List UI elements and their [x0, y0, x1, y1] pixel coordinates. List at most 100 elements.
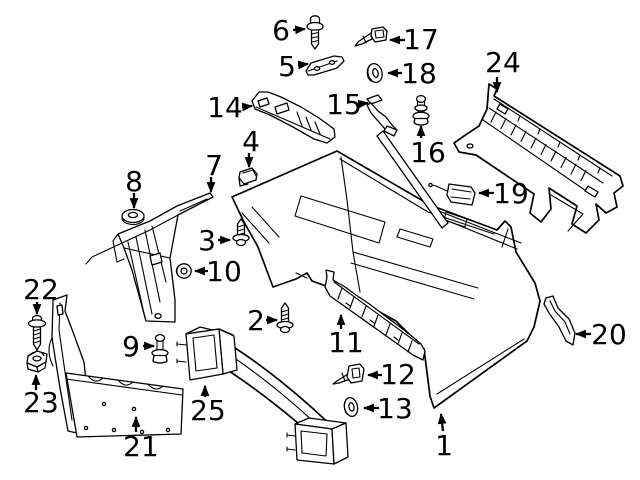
- drawing-segment: [333, 281, 420, 345]
- callout-23-label: 23: [23, 386, 59, 419]
- drawing-segment: [414, 104, 428, 112]
- drawing-segment: [127, 211, 139, 219]
- part-21-lower-panel-drawing: [48, 294, 184, 438]
- drawing-segment: [180, 267, 188, 275]
- callout-11-label: 11: [328, 326, 364, 359]
- drawing-segment: [123, 247, 171, 259]
- drawing-segment: [430, 207, 522, 250]
- drawing-segment: [366, 64, 372, 82]
- callout-4-label: 4: [242, 125, 260, 158]
- callout-13: 13: [362, 392, 413, 425]
- callout-13-label: 13: [377, 392, 413, 425]
- callout-4: 4: [242, 125, 260, 169]
- part-25-crash-box-drawing: [176, 326, 238, 381]
- callout-15-label: 15: [326, 88, 362, 121]
- drawing-segment: [192, 334, 218, 372]
- drawing-segment: [482, 119, 593, 196]
- drawing-segment: [446, 183, 476, 206]
- drawing-segment: [135, 236, 153, 315]
- callout-17-label: 17: [403, 23, 439, 56]
- drawing-segment: [493, 98, 613, 177]
- drawing-segment: [152, 354, 168, 364]
- drawing-segment: [32, 355, 42, 362]
- callout-1: 1: [435, 412, 453, 462]
- drawing-segment: [350, 262, 475, 300]
- drawing-segment: [65, 378, 183, 396]
- drawing-segment: [346, 363, 365, 384]
- callout-19-label: 19: [493, 177, 529, 210]
- callout-3: 3: [198, 224, 232, 257]
- drawing-segment: [328, 60, 336, 65]
- drawing-segment: [374, 29, 385, 39]
- drawing-segment: [490, 111, 587, 182]
- part-3-screw-drawing: [232, 218, 250, 247]
- drawing-segment: [294, 195, 386, 244]
- drawing-segment: [345, 302, 399, 341]
- drawing-segment: [179, 198, 208, 212]
- part-1-bumper-cover-drawing: [231, 150, 541, 409]
- drawing-segment: [241, 206, 280, 244]
- drawing-segment: [372, 68, 379, 78]
- drawing-segment: [127, 241, 146, 319]
- drawing-segment: [376, 130, 449, 229]
- drawing-segment: [48, 337, 54, 367]
- drawing-segment: [101, 401, 107, 407]
- callout-22-label: 22: [23, 273, 59, 306]
- callout-14-arrow: [241, 102, 254, 112]
- callout-22: 22: [23, 273, 59, 316]
- part-19-sensor-bracket-drawing: [428, 182, 476, 206]
- drawing-segment: [415, 94, 427, 104]
- drawing-segment: [343, 399, 348, 415]
- callout-16-label: 16: [410, 136, 446, 169]
- drawing-segment: [274, 102, 290, 115]
- drawing-segment: [238, 177, 249, 187]
- callout-23: 23: [23, 373, 59, 419]
- callout-5: 5: [278, 50, 310, 83]
- drawing-segment: [436, 338, 525, 395]
- drawing-segment: [83, 425, 89, 431]
- drawing-segment: [154, 312, 162, 320]
- drawing-segment: [37, 361, 47, 373]
- drawing-segment: [306, 21, 324, 32]
- callout-24-label: 24: [485, 46, 521, 79]
- part-17-clip-drawing: [354, 26, 388, 47]
- drawing-segment: [149, 252, 163, 266]
- part-5-bracket-drawing: [305, 55, 345, 76]
- drawing-segment: [341, 372, 346, 382]
- callout-3-label: 3: [198, 224, 216, 257]
- right-crash-box-drawing: [286, 417, 349, 465]
- part-11-absorber-drawing: [324, 269, 426, 361]
- callout-6: 6: [272, 14, 307, 47]
- drawing-segment: [257, 97, 270, 108]
- part-18-grommet-drawing: [366, 62, 383, 84]
- drawing-segment: [466, 143, 474, 149]
- drawing-segment: [286, 432, 296, 452]
- callout-21: 21: [123, 415, 159, 463]
- callout-1-arrow: [437, 412, 447, 432]
- callout-6-arrow: [292, 25, 307, 35]
- callout-19: 19: [477, 177, 529, 210]
- drawing-segment: [235, 238, 247, 247]
- callout-7: 7: [205, 149, 223, 194]
- callout-25: 25: [190, 384, 226, 427]
- callout-20: 20: [574, 318, 627, 351]
- callout-11: 11: [328, 313, 364, 359]
- drawing-segment: [87, 375, 164, 390]
- callout-16: 16: [410, 124, 446, 169]
- callout-2: 2: [247, 304, 279, 337]
- part-22-screw-drawing: [27, 314, 47, 351]
- drawing-segment: [584, 185, 599, 198]
- callout-21-label: 21: [123, 430, 159, 463]
- drawing-segment: [280, 309, 290, 321]
- upper-rail-drawing: [376, 130, 449, 229]
- drawing-segment: [549, 300, 571, 335]
- callout-2-label: 2: [247, 304, 265, 337]
- drawing-segment: [300, 430, 328, 457]
- part-13-grommet-drawing: [343, 396, 359, 418]
- drawing-segment: [279, 325, 291, 334]
- drawing-segment: [428, 182, 433, 188]
- callout-8: 8: [125, 165, 143, 210]
- part-12-clip-drawing: [332, 363, 365, 385]
